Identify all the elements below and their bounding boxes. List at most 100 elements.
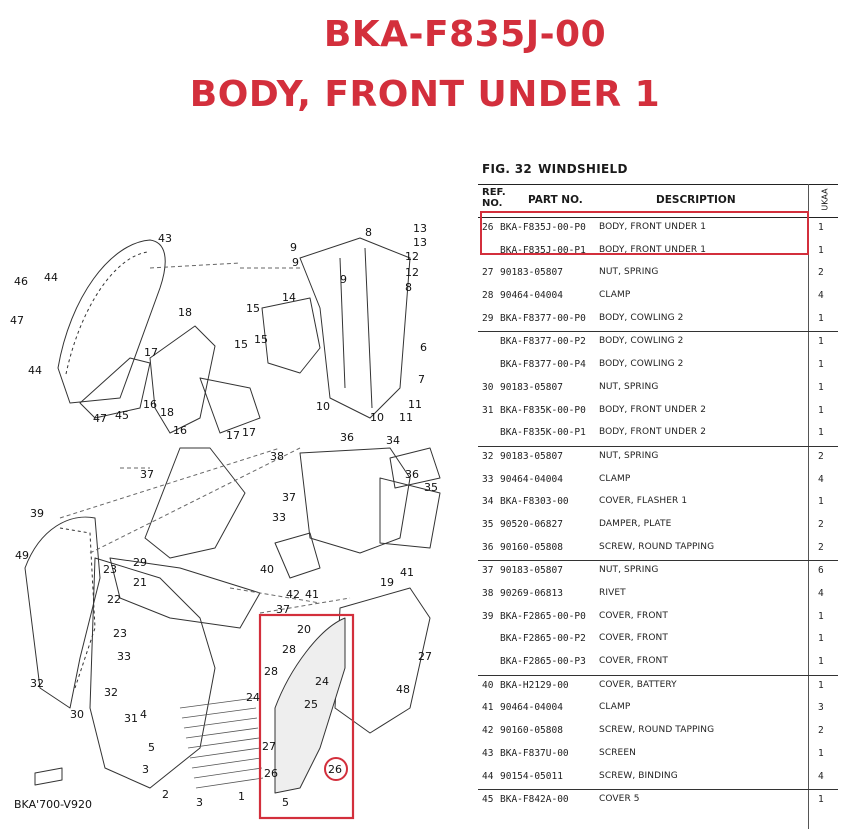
callout: 28 bbox=[282, 643, 296, 656]
description-cell: RIVET bbox=[599, 588, 626, 598]
front-under-1-part bbox=[274, 617, 346, 794]
callout: 7 bbox=[418, 373, 425, 386]
part-no-cell: BKA-F2865-00-P3 bbox=[500, 656, 586, 668]
description-cell: NUT, SPRING bbox=[599, 565, 659, 576]
col-part-no: PART NO. bbox=[528, 194, 583, 206]
callout: 19 bbox=[380, 576, 394, 589]
callout: 24 bbox=[246, 691, 260, 704]
description-cell: NUT, SPRING bbox=[599, 267, 659, 278]
callout: 38 bbox=[270, 450, 284, 463]
callout: 6 bbox=[420, 341, 427, 354]
qty-cell: 1 bbox=[818, 794, 824, 806]
callout: 3 bbox=[196, 796, 203, 809]
callout: 24 bbox=[315, 675, 329, 688]
callout: 47 bbox=[10, 314, 24, 327]
callout: 22 bbox=[107, 593, 121, 606]
callout: 44 bbox=[44, 271, 58, 284]
ref-cell: 27 bbox=[482, 267, 494, 279]
callout: 20 bbox=[297, 623, 311, 636]
ref-cell: 35 bbox=[482, 518, 494, 530]
description-cell: COVER 5 bbox=[599, 794, 640, 805]
description-cell: BODY, FRONT UNDER 2 bbox=[599, 404, 707, 415]
ref-cell: 29 bbox=[482, 312, 494, 324]
table-row: 32 90183-05807 NUT, SPRING 2 bbox=[478, 445, 838, 470]
callout-labels: 43 44 46 47 44 45 47 18 17 16 16 18 17 1… bbox=[10, 222, 438, 809]
qty-cell: 1 bbox=[818, 244, 824, 256]
callout: 47 bbox=[93, 412, 107, 425]
callout: 43 bbox=[158, 232, 172, 245]
part-no-cell: 90464-04004 bbox=[500, 702, 563, 714]
description-cell: SCREEN bbox=[599, 747, 636, 758]
callout: 1 bbox=[238, 790, 245, 803]
ref-cell: 38 bbox=[482, 588, 494, 599]
description-cell: CLAMP bbox=[599, 473, 631, 484]
part-no-cell: BKA-F835J-00-P1 bbox=[500, 244, 586, 256]
description-cell: BODY, FRONT UNDER 2 bbox=[599, 427, 707, 438]
qty-cell: 2 bbox=[818, 450, 824, 462]
callout: 33 bbox=[117, 650, 131, 663]
part-no-cell: 90520-06827 bbox=[500, 518, 563, 530]
part-no-cell: BKA-F835K-00-P1 bbox=[500, 427, 586, 439]
part-no-cell: 90183-05807 bbox=[500, 450, 563, 462]
callout: 2 bbox=[162, 788, 169, 801]
callout: 10 bbox=[316, 400, 330, 413]
callout: 25 bbox=[304, 698, 318, 711]
callout: 39 bbox=[30, 507, 44, 520]
callout: 13 bbox=[413, 236, 427, 249]
qty-cell: 1 bbox=[818, 496, 824, 508]
qty-cell: 4 bbox=[818, 770, 824, 782]
callout: 9 bbox=[340, 273, 347, 286]
description-cell: NUT, SPRING bbox=[599, 450, 659, 461]
qty-cell: 4 bbox=[818, 473, 824, 485]
callout: 17 bbox=[144, 346, 158, 359]
callout: 35 bbox=[424, 481, 438, 494]
ref-cell: 41 bbox=[482, 702, 494, 714]
ref-cell: 32 bbox=[482, 450, 494, 462]
part-no-cell: BKA-F835J-00-P0 bbox=[500, 222, 586, 233]
part-no-cell: 90183-05807 bbox=[500, 267, 563, 279]
callout: 4 bbox=[140, 708, 147, 721]
callout: 26 bbox=[328, 763, 342, 776]
callout: 44 bbox=[28, 364, 42, 377]
callout: 8 bbox=[405, 281, 412, 294]
ref-cell: 45 bbox=[482, 794, 494, 806]
part-no-cell: 90160-05808 bbox=[500, 541, 563, 553]
callout: 48 bbox=[396, 683, 410, 696]
part-no-cell: 90183-05807 bbox=[500, 381, 563, 393]
description-cell: CLAMP bbox=[599, 702, 631, 713]
part-no-cell: 90464-04004 bbox=[500, 290, 563, 302]
qty-cell: 1 bbox=[818, 222, 824, 233]
callout: 33 bbox=[272, 511, 286, 524]
ref-cell: 37 bbox=[482, 565, 494, 577]
description-cell: SCREW, BINDING bbox=[599, 770, 678, 781]
callout: 49 bbox=[15, 549, 29, 562]
callout: 11 bbox=[399, 411, 413, 424]
callout: 37 bbox=[140, 468, 154, 481]
qty-cell: 4 bbox=[818, 290, 824, 302]
ref-cell: 33 bbox=[482, 473, 494, 485]
part-no-cell: 90154-05011 bbox=[500, 770, 563, 782]
callout: 26 bbox=[264, 767, 278, 780]
callout: 46 bbox=[14, 275, 28, 288]
description-cell: COVER, FRONT bbox=[599, 633, 668, 644]
part-no-cell: BKA-F835K-00-P0 bbox=[500, 404, 586, 416]
ref-cell: 30 bbox=[482, 381, 494, 393]
part-no-cell: BKA-F2865-00-P2 bbox=[500, 633, 586, 645]
ref-cell: 34 bbox=[482, 496, 494, 508]
callout: 17 bbox=[226, 429, 240, 442]
qty-cell: 1 bbox=[818, 381, 824, 393]
part-no-cell: 90269-06813 bbox=[500, 588, 563, 599]
cowling-2-part bbox=[24, 516, 101, 709]
qty-cell: 1 bbox=[818, 312, 824, 324]
col-model: UKAA bbox=[820, 188, 830, 211]
callout: 37 bbox=[276, 603, 290, 616]
